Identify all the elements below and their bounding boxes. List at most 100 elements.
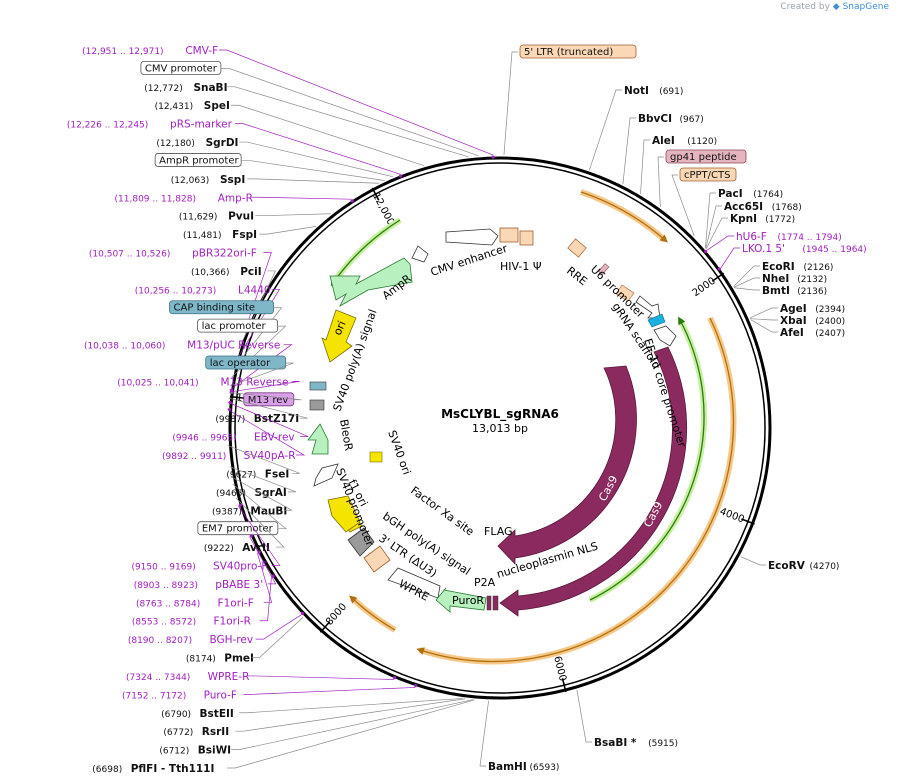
feature-5ltr-box[interactable]	[519, 230, 534, 246]
left-label-23[interactable]: FseI(9627)	[226, 445, 301, 480]
left-label-4[interactable]: pRS-marker(12,226 .. 12,245)	[67, 119, 403, 178]
feature-right-small-arrow[interactable]	[653, 325, 677, 347]
left-label-3[interactable]: SpeI(12,431)	[155, 100, 425, 167]
snapgene-watermark: Created by ◆ SnapGene	[780, 2, 889, 12]
feature-3ltr-box[interactable]	[363, 545, 391, 573]
left-label-16[interactable]: M13/pUC Reverse(10,038 .. 10,060)	[84, 340, 293, 392]
left-label-22[interactable]: SV40pA-R(9892 .. 9911)	[162, 407, 306, 462]
right-label-19[interactable]: BamHI(6593)	[479, 700, 560, 773]
primer-site-dot	[704, 249, 708, 254]
right-label-16[interactable]: AfeI(2407)	[750, 319, 846, 339]
left-label-32[interactable]: BGH-rev(8190 .. 8207)	[128, 611, 305, 646]
right-label-18[interactable]: BsaBI *(5915)	[576, 689, 678, 749]
feature-cmv-enhancer-arrow[interactable]	[445, 228, 499, 246]
feature-ampr-arrow[interactable]	[329, 257, 413, 308]
feature-sv40pa-box[interactable]	[309, 399, 325, 411]
left-label-1[interactable]: CMV promoter	[140, 61, 479, 157]
leader-line	[640, 139, 650, 194]
primer-site-dot	[392, 676, 397, 680]
feature-sv40-promoter-arrow[interactable]	[313, 463, 339, 487]
right-label-4[interactable]: gp41 peptide	[657, 149, 747, 208]
left-label-2[interactable]: SnaBI(12,772)	[144, 82, 469, 158]
feature-cas9-inner-arrow[interactable]	[497, 365, 637, 566]
label-position: (11,481)	[183, 231, 222, 241]
feature-bleor-arrow[interactable]	[307, 423, 329, 455]
left-label-14[interactable]: CAP binding site	[169, 300, 283, 370]
right-label-6[interactable]: PacI(1764)	[705, 188, 783, 249]
left-label-25[interactable]: MauBI(9387)	[212, 476, 293, 517]
left-label-31[interactable]: F1ori-R(8553 .. 8572)	[132, 574, 275, 628]
label-box	[519, 44, 637, 59]
left-label-19[interactable]: M13 rev	[229, 392, 302, 407]
leader-line	[576, 689, 592, 743]
label-position: (9892 .. 9911)	[162, 452, 226, 462]
left-label-37[interactable]: RsrII(6772)	[163, 698, 466, 738]
feature-gRNA-marker[interactable]	[647, 313, 666, 328]
left-label-35[interactable]: Puro-F(7152 .. 7172)	[122, 683, 418, 701]
right-label-10[interactable]: LKO.1 5'(1945 .. 1964)	[717, 243, 867, 271]
left-label-24[interactable]: SgrAI(9465)	[216, 466, 297, 499]
right-label-0[interactable]: 5' LTR (truncated)	[503, 44, 637, 156]
right-label-15[interactable]: XbaI(2400)	[750, 315, 845, 327]
left-label-10[interactable]: FspI(11,481)	[183, 225, 317, 241]
feature-ampr-promoter[interactable]	[411, 245, 429, 263]
label-position: (8190 .. 8207)	[128, 636, 192, 646]
left-label-9[interactable]: PvuI(11,629)	[179, 211, 331, 223]
tick-mark-2	[561, 678, 567, 693]
leader-line	[226, 86, 469, 158]
left-label-8[interactable]: Amp-R(11,809 .. 11,828)	[115, 192, 354, 204]
feature-u6-small[interactable]	[598, 263, 610, 275]
right-label-3[interactable]: AleI(1120)	[640, 135, 718, 194]
leader-line	[503, 51, 518, 156]
right-label-9[interactable]: hU6-F(1774 .. 1794)	[704, 231, 842, 254]
right-label-2[interactable]: BbvCI(967)	[622, 113, 704, 185]
right-label-11[interactable]: EcoRI(2126)	[733, 261, 834, 287]
feature-p2a-box[interactable]	[486, 595, 492, 611]
left-label-15[interactable]: lac promoter	[197, 318, 287, 378]
feature-lac-box[interactable]	[309, 381, 327, 391]
left-label-36[interactable]: BstEII(6790)	[161, 698, 463, 720]
left-label-17[interactable]: lac operator	[205, 355, 294, 387]
right-label-1[interactable]: NotI(691)	[589, 85, 683, 171]
leader-line	[657, 156, 664, 208]
left-label-6[interactable]: AmpR promoter	[154, 153, 385, 181]
label-box	[665, 149, 747, 164]
right-label-13[interactable]: BmtI(2136)	[734, 285, 827, 297]
feature-rre[interactable]	[567, 238, 587, 258]
feature-hiv-psi-box[interactable]	[499, 227, 519, 243]
feature-ori-arrow[interactable]	[321, 309, 357, 363]
backbone-outer-ring	[228, 156, 772, 700]
left-label-28[interactable]: SV40pro-F(9150 .. 9169)	[131, 503, 281, 573]
right-label-5[interactable]: cPPT/CTS	[671, 167, 737, 237]
left-label-5[interactable]: SgrDI(12,180)	[156, 137, 394, 178]
label-name: PmeI	[224, 653, 254, 665]
right-label-7[interactable]: Acc65I(1768)	[705, 201, 802, 249]
left-label-18[interactable]: M13 Reverse(10,025 .. 10,041)	[117, 376, 300, 394]
right-label-12[interactable]: NheI(2132)	[733, 273, 827, 288]
right-label-8[interactable]: KpnI(1772)	[705, 213, 795, 250]
feature-puror-arrow[interactable]	[435, 587, 487, 613]
feature-f1-ori-shape[interactable]	[327, 495, 361, 533]
left-label-39[interactable]: PflFI - Tth111I(6698)	[92, 699, 475, 775]
right-label-17[interactable]: EcoRV(4270)	[740, 556, 840, 572]
feature-u6-arrow[interactable]	[615, 284, 635, 302]
feature-wpre-arrow[interactable]	[387, 567, 441, 599]
left-label-7[interactable]: SspI(12,063)	[171, 174, 380, 186]
feature-cas9-outer-arrow[interactable]	[499, 346, 688, 617]
feature-bgh-box[interactable]	[347, 527, 375, 557]
left-label-34[interactable]: WPRE-R(7324 .. 7344)	[126, 671, 397, 683]
label-name: NheI	[762, 273, 789, 285]
leader-line	[255, 614, 302, 640]
feature-nls-box[interactable]	[492, 595, 499, 611]
right-label-14[interactable]: AgeI(2394)	[749, 303, 845, 319]
label-position: (6593)	[530, 763, 560, 773]
left-label-38[interactable]: BsiWI(6712)	[159, 699, 474, 757]
label-name: AfeI	[780, 327, 804, 339]
feature-sv40-ori-box[interactable]	[369, 451, 383, 463]
left-label-0[interactable]: CMV-F(12,951 .. 12,971)	[82, 45, 495, 159]
left-label-33[interactable]: PmeI(8174)	[186, 616, 304, 665]
left-label-30[interactable]: F1ori-F(8763 .. 8784)	[136, 550, 273, 610]
left-label-26[interactable]: EM7 promoter	[197, 483, 287, 536]
left-label-20[interactable]: BstZ17I(9987)	[215, 397, 308, 425]
leader-line	[733, 277, 760, 288]
